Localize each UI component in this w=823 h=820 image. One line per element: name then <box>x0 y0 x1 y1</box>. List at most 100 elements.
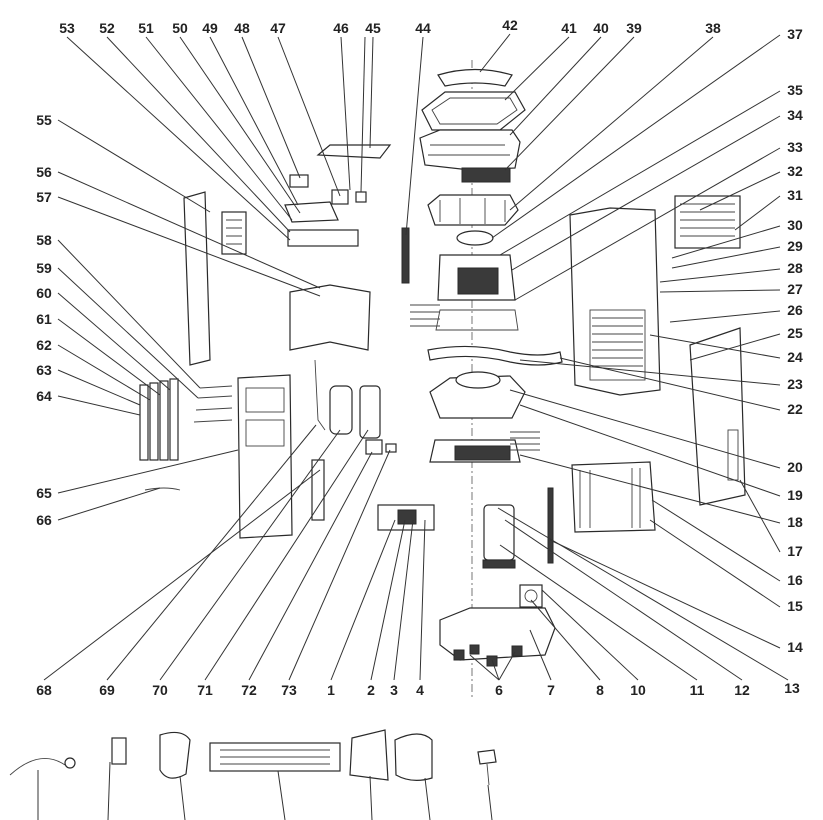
leader-line-34 <box>511 115 781 271</box>
leader-line-40 <box>509 36 602 136</box>
part-upper-fan-base <box>435 309 519 331</box>
leader-line-46b <box>360 36 366 193</box>
leader-line-28 <box>659 268 781 283</box>
leader-line-18 <box>519 454 781 524</box>
part-caster-4 <box>469 644 480 655</box>
part-lower-ribs <box>510 431 540 451</box>
leader-line-52 <box>106 36 291 233</box>
part-caster-3 <box>511 645 523 657</box>
leader-line-70 <box>159 429 341 681</box>
callout-29: 29 <box>787 238 803 254</box>
part-control-relay <box>397 509 417 525</box>
part-base-tray <box>439 607 556 661</box>
leader-line-66 <box>57 487 161 521</box>
callout-70: 70 <box>152 682 168 698</box>
part-condenser-fins <box>579 468 641 528</box>
callout-53: 53 <box>59 20 75 36</box>
callout-32: 32 <box>787 163 803 179</box>
leader-line-71 <box>204 429 369 681</box>
part-motor-hub <box>524 589 538 603</box>
callout-20: 20 <box>787 459 803 475</box>
leader-line-6c <box>498 651 516 681</box>
callout-41: 41 <box>561 20 577 36</box>
part-top-frame-inner <box>431 97 518 125</box>
leader-line-13 <box>497 507 789 681</box>
part-evaporator <box>289 284 371 351</box>
leader-line-3 <box>393 519 414 681</box>
leader-line-25 <box>689 333 781 361</box>
part-fan-ribs <box>410 304 440 327</box>
leader-line-64 <box>57 395 141 416</box>
callout-10: 10 <box>630 682 646 698</box>
part-top-bracket-ribs <box>439 198 506 224</box>
callout-51: 51 <box>138 20 154 36</box>
leader-line-51 <box>145 36 293 221</box>
callout-27: 27 <box>787 281 803 297</box>
part-drain-cable <box>144 487 181 491</box>
leader-line-31 <box>734 195 781 231</box>
leader-line-19 <box>519 404 781 497</box>
part-condenser <box>571 461 656 533</box>
part-back-grille-lines <box>592 317 643 367</box>
part-front-frame-window-1 <box>245 387 285 413</box>
leader-line-10 <box>541 589 639 681</box>
part-compressor-base <box>482 559 516 569</box>
callout-7: 7 <box>547 682 555 698</box>
part-bracket-68 <box>311 459 325 521</box>
part-top-frame <box>421 91 526 131</box>
part-electronic-board <box>284 201 339 223</box>
leader-line-16 <box>651 499 781 582</box>
accessory-window-adapter <box>159 731 191 779</box>
leader-line-7 <box>529 629 552 681</box>
leader-line-53 <box>66 36 291 241</box>
part-middle-housing <box>429 375 526 419</box>
leader-line-14 <box>549 539 781 649</box>
leader-line-49 <box>209 36 299 206</box>
part-upper-fan-wheel <box>457 267 499 295</box>
callout-47: 47 <box>270 20 286 36</box>
leader-line-46 <box>340 36 351 191</box>
callout-11: 11 <box>690 682 705 698</box>
leader-line-41 <box>504 36 570 101</box>
callout-8: 8 <box>596 682 604 698</box>
leader-line-11 <box>499 544 698 681</box>
part-valve-72 <box>365 439 383 455</box>
leader-line-24 <box>649 334 781 359</box>
part-capacitor-47 <box>331 189 349 205</box>
part-lower-fan-wheel <box>454 445 511 461</box>
accessory-fitting-stem <box>486 763 490 786</box>
callout-60: 60 <box>36 285 52 301</box>
accessory-exhaust-nozzle <box>394 733 433 781</box>
callout-66: 66 <box>36 512 52 528</box>
callout-48: 48 <box>234 20 250 36</box>
accessory-power-cord <box>9 758 66 776</box>
part-blower-ring <box>456 230 494 246</box>
leader-line-35 <box>499 90 781 256</box>
part-front-filter <box>221 211 247 255</box>
leader-line-56 <box>57 171 321 289</box>
callout-3: 3 <box>390 682 398 698</box>
part-back-grille <box>589 309 646 381</box>
leader-line-58 <box>57 239 201 389</box>
callout-16: 16 <box>787 572 803 588</box>
part-middle-ring <box>455 371 501 389</box>
part-vertical-strip <box>401 227 410 284</box>
leader-line-27 <box>659 289 781 293</box>
part-motor <box>519 584 543 608</box>
callout-69: 69 <box>99 682 115 698</box>
part-front-frame <box>237 374 293 539</box>
part-shafts-58 <box>193 385 233 423</box>
leader-line-37 <box>491 34 781 239</box>
accessory-exhaust-hose-ribs <box>220 749 330 765</box>
callout-15: 15 <box>787 598 803 614</box>
callout-56: 56 <box>36 164 52 180</box>
leader-line-60 <box>57 292 171 391</box>
leader-line-47 <box>277 36 341 197</box>
part-control-board <box>461 167 511 183</box>
callout-55: 55 <box>36 112 52 128</box>
part-back-filter-lines <box>680 203 735 237</box>
callout-18: 18 <box>787 514 803 530</box>
leader-line-68 <box>43 469 321 681</box>
leader-line-20 <box>509 389 781 469</box>
part-louver-4 <box>169 378 179 461</box>
